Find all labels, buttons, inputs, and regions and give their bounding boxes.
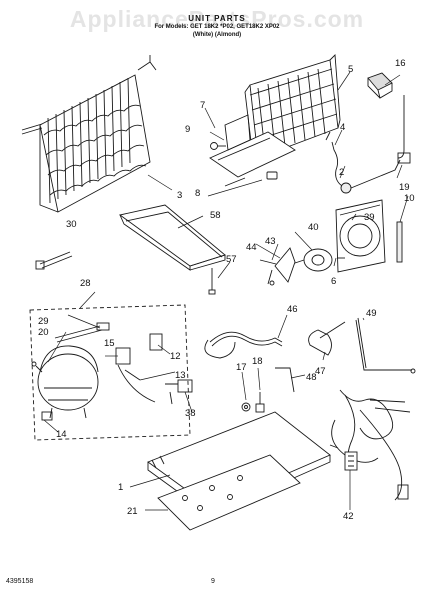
callout-13: 13 (175, 370, 186, 381)
callout-46: 46 (287, 304, 298, 315)
callout-18: 18 (252, 356, 263, 367)
evaporator-assembly (209, 53, 341, 187)
callout-7: 7 (200, 100, 205, 111)
callout-44: 44 (246, 242, 257, 253)
callout-28: 28 (80, 278, 91, 289)
callout-30: 30 (66, 219, 77, 230)
machine-compartment-base (147, 411, 331, 531)
watermark-text: AppliancePartsPros.com (69, 6, 365, 32)
page-number: 9 (211, 578, 215, 585)
callout-15: 15 (104, 338, 115, 349)
callout-49: 49 (366, 308, 377, 319)
callout-4: 4 (340, 122, 345, 133)
callout-48: 48 (306, 372, 317, 383)
callout-17: 17 (236, 362, 247, 373)
callout-16: 16 (395, 58, 406, 69)
part-10-strip (396, 221, 403, 263)
callout-57: 57 (226, 254, 237, 265)
callout-9: 9 (185, 124, 190, 135)
callout-47: 47 (315, 366, 326, 377)
callout-39: 39 (364, 212, 375, 223)
callout-14: 14 (56, 429, 67, 440)
callout-19: 19 (399, 182, 410, 193)
callout-42: 42 (343, 511, 354, 522)
color-variants: (White) (Almond) (192, 32, 242, 38)
condenser-coil (21, 55, 157, 213)
part-16-block (367, 72, 393, 99)
callout-38: 38 (185, 408, 196, 419)
callout-6: 6 (331, 276, 336, 287)
callout-43: 43 (265, 236, 276, 247)
model-numbers: For Models: GET 18K2 *P02, GET18K2 XP02 (154, 24, 280, 30)
fan-shroud (335, 199, 386, 273)
diagram-title: UNIT PARTS (188, 14, 246, 23)
callout-10: 10 (404, 193, 415, 204)
callout-58: 58 (210, 210, 221, 221)
document-number: 4395158 (6, 578, 34, 585)
callout-5: 5 (348, 64, 353, 75)
wiring-harness (329, 389, 411, 501)
callout-3: 3 (177, 190, 182, 201)
compressor-group-box (29, 304, 193, 441)
callout-12: 12 (170, 351, 181, 362)
callout-40: 40 (308, 222, 319, 233)
callout-2: 2 (339, 167, 344, 178)
fan-motor (259, 247, 345, 286)
refrigerant-tubing (204, 321, 346, 359)
callout-21: 21 (127, 506, 138, 517)
part-30-tube (35, 251, 73, 270)
callout-29: 29 (38, 316, 49, 327)
part-48-tube (275, 367, 295, 393)
mounting-hardware (241, 392, 265, 413)
drain-pan (118, 204, 226, 295)
sensor-wire (325, 95, 411, 194)
part-49-tube (355, 317, 416, 374)
callout-8: 8 (195, 188, 200, 199)
callout-1: 1 (118, 482, 123, 493)
callout-20: 20 (38, 327, 49, 338)
